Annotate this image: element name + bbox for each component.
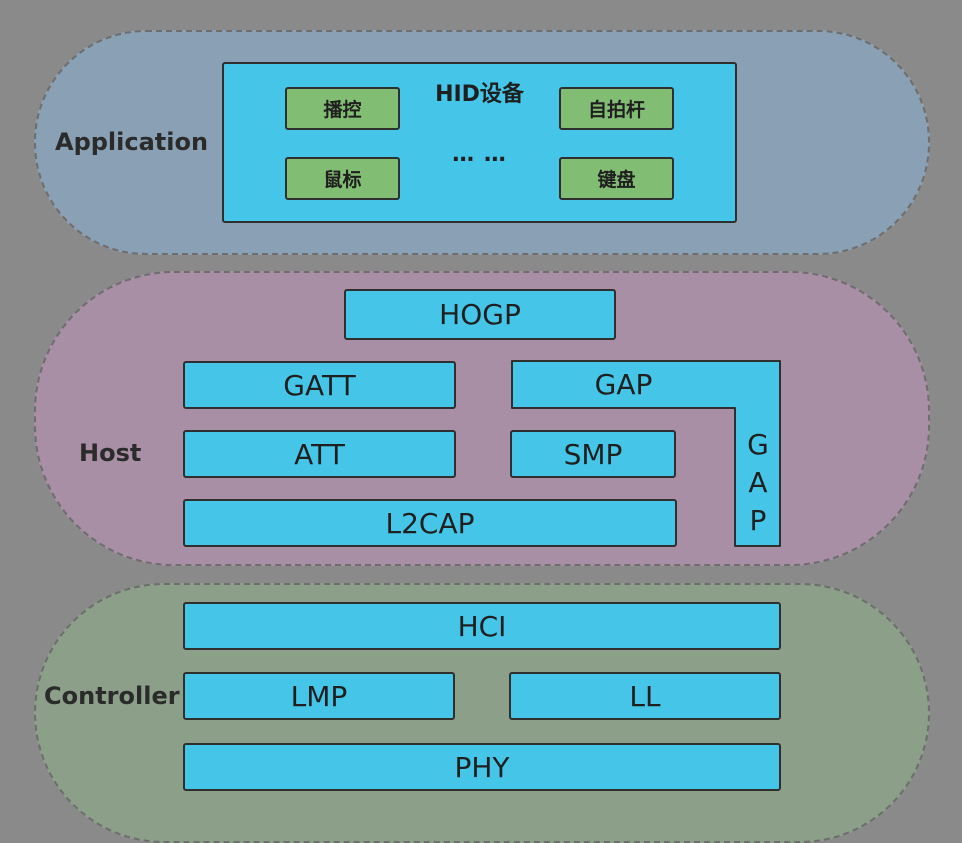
controller-label: Controller [44, 682, 180, 710]
ll-block: LL [509, 672, 781, 720]
application-label: Application [55, 128, 209, 156]
hid-title: HID设备 [435, 82, 524, 107]
hid-ellipsis: … … [452, 142, 507, 167]
gap-l-shape-path [511, 360, 781, 547]
lmp-block: LMP [183, 672, 455, 720]
gap-vertical-label: G A P [736, 422, 780, 544]
att-block: ATT [183, 430, 456, 478]
host-label: Host [79, 439, 142, 467]
smp-block: SMP [510, 430, 676, 478]
device-keyboard: 键盘 [559, 157, 674, 200]
gap-l-shape [511, 360, 781, 547]
phy-block: PHY [183, 743, 781, 791]
hogp-block: HOGP [344, 289, 616, 340]
gatt-block: GATT [183, 361, 456, 409]
gap-vertical-letter-p: P [749, 504, 767, 537]
hci-block: HCI [183, 602, 781, 650]
device-mouse: 鼠标 [285, 157, 400, 200]
l2cap-block: L2CAP [183, 499, 677, 547]
gap-vertical-letter-g: G [747, 428, 769, 461]
device-playback-control: 播控 [285, 87, 400, 130]
gap-label: GAP [594, 368, 653, 401]
device-selfie-stick: 自拍杆 [559, 87, 674, 130]
gap-vertical-letter-a: A [748, 466, 768, 499]
